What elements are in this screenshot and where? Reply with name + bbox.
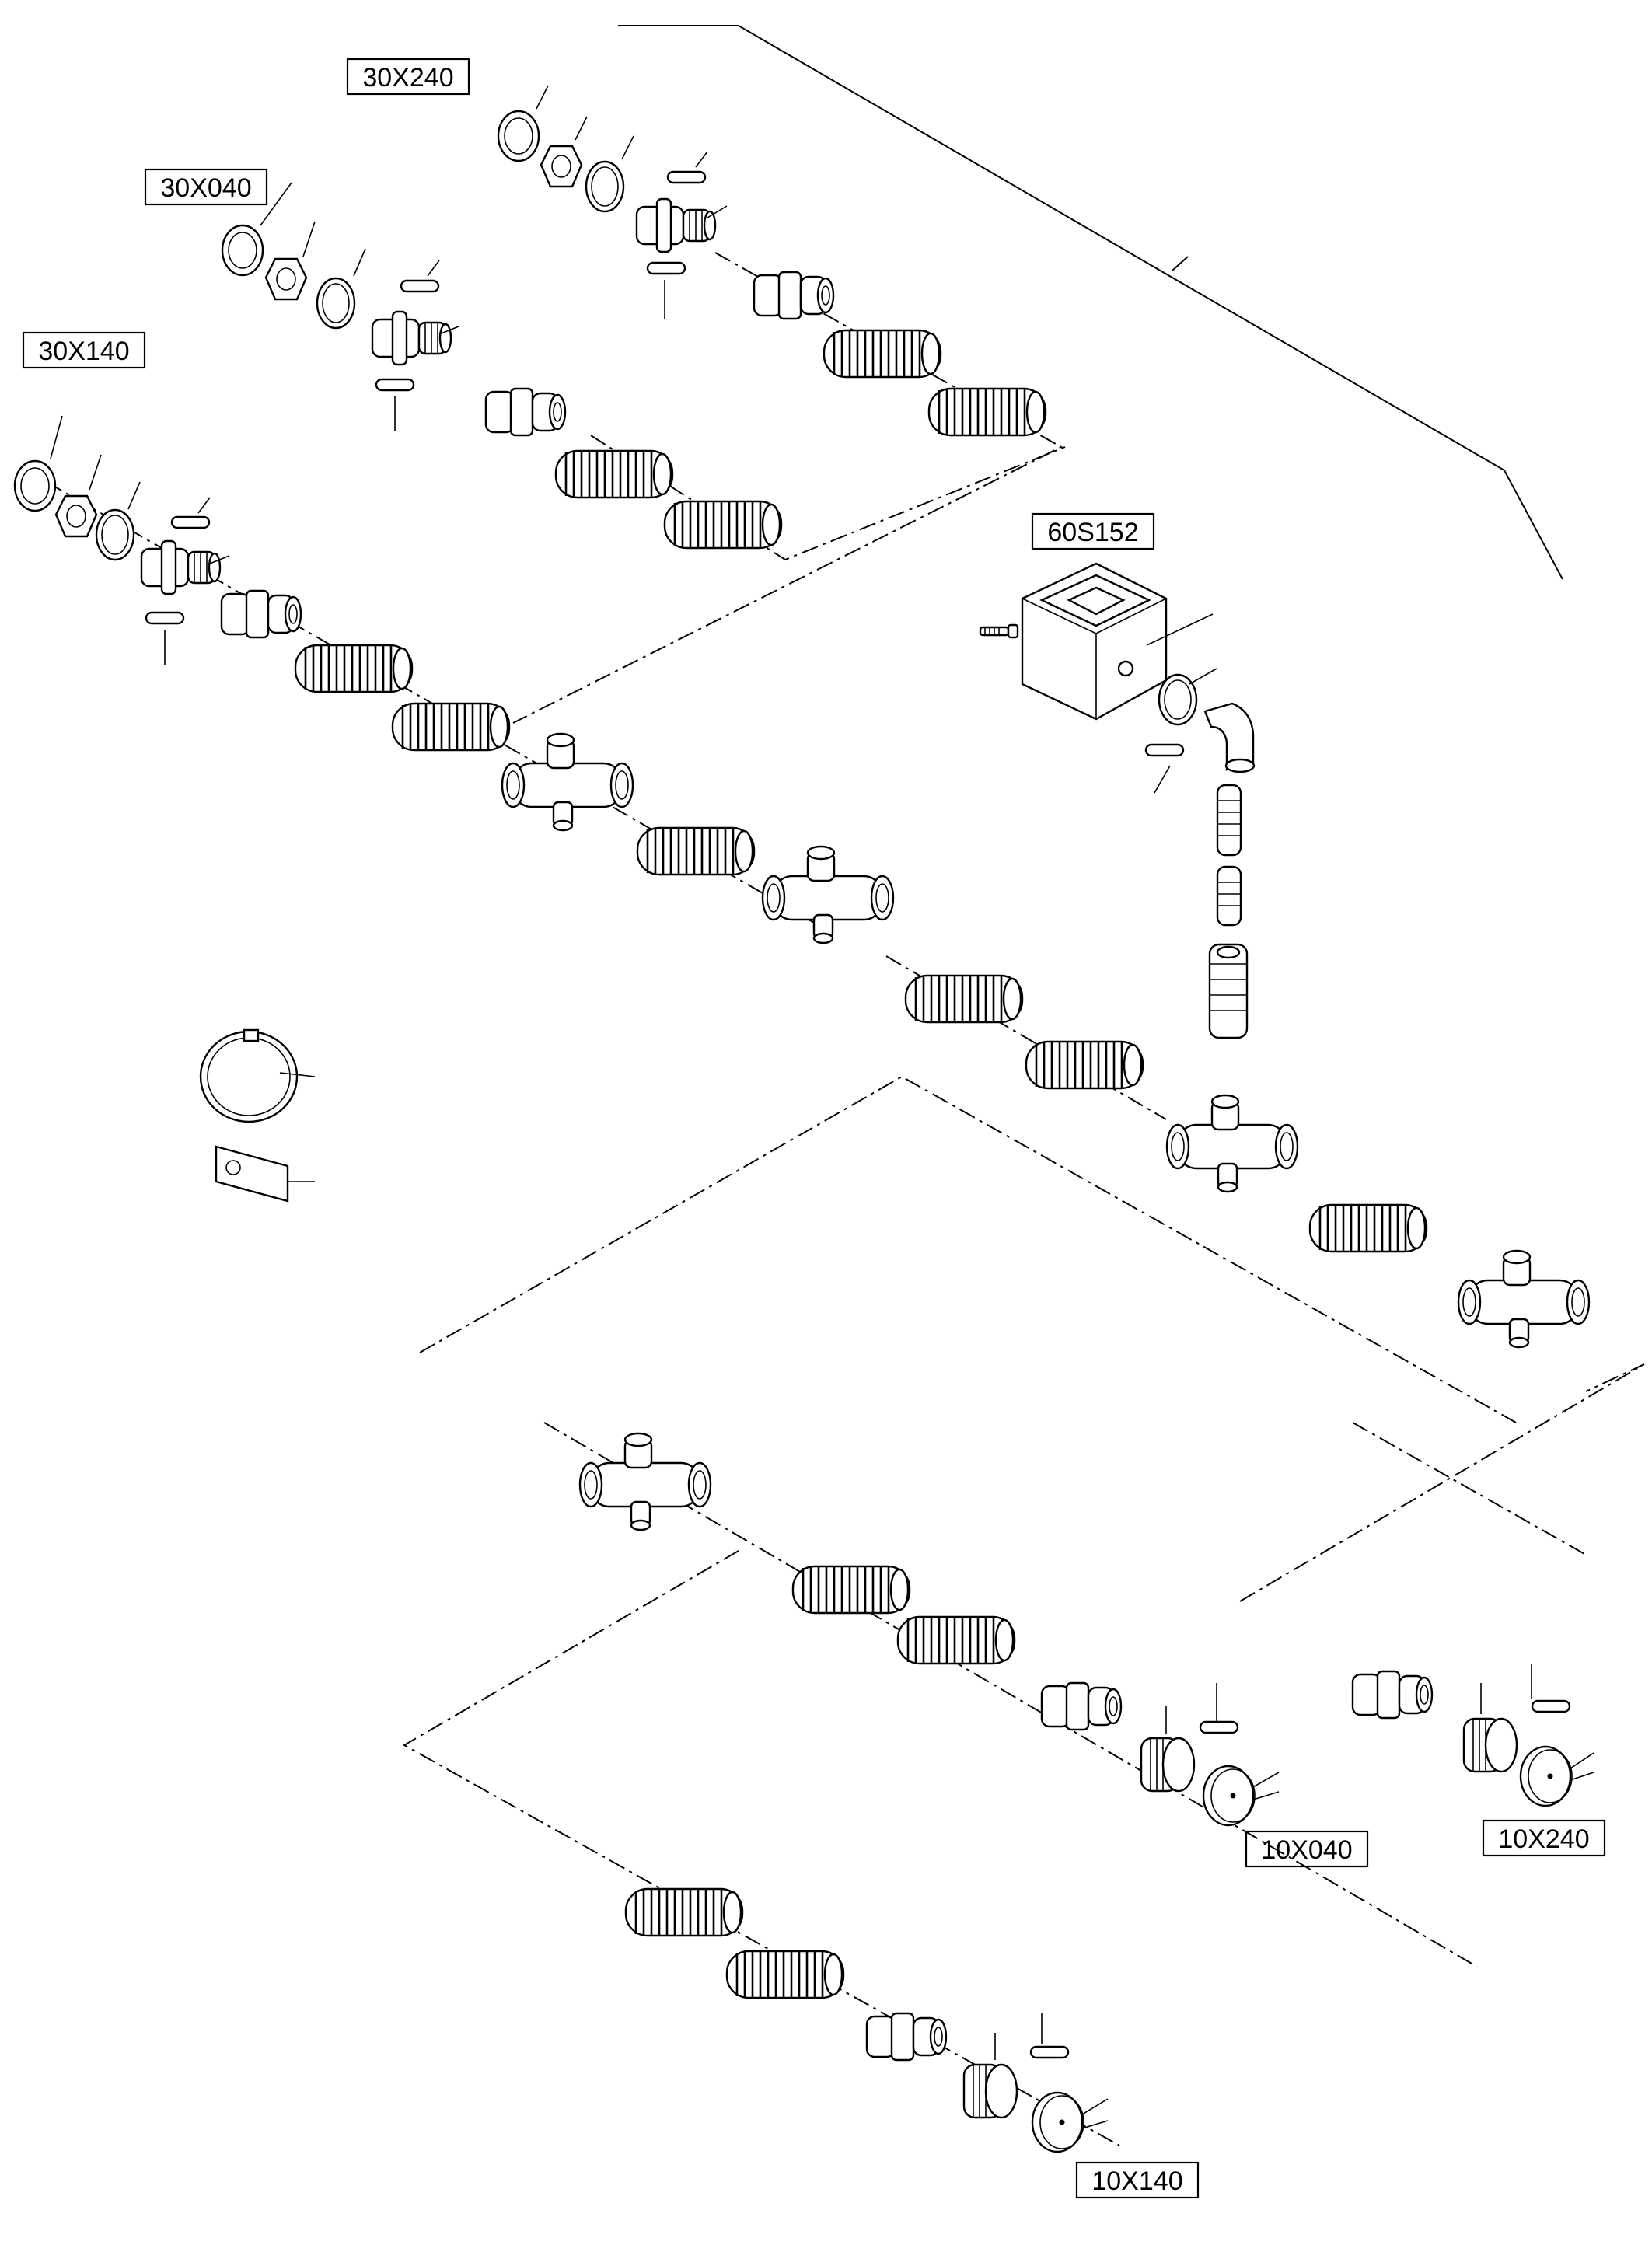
- frame-line: [618, 25, 1563, 580]
- washer: [95, 508, 135, 561]
- assembly-30X140: [13, 415, 511, 752]
- pin: [666, 170, 707, 184]
- label-10X240: 10X240: [1482, 1819, 1606, 1857]
- svg-text:60S152: 60S152: [1047, 518, 1138, 547]
- svg-text:10X240: 10X240: [1498, 1824, 1589, 1854]
- bellows-hose: [1025, 1040, 1144, 1090]
- coupler: [865, 2012, 948, 2062]
- bellows-hose: [294, 644, 414, 693]
- coupler: [484, 387, 567, 437]
- assembly-10X040: [578, 1432, 1280, 1827]
- bellows-hose: [896, 1615, 1016, 1665]
- bellows-hose: [927, 387, 1047, 437]
- end-cap: [1140, 1737, 1196, 1793]
- coupler: [1351, 1670, 1434, 1720]
- svg-text:30X240: 30X240: [362, 63, 453, 93]
- pin: [375, 378, 415, 392]
- hex-nut: [264, 257, 308, 301]
- tee-connector: [578, 1432, 712, 1531]
- bellows-hose: [636, 826, 756, 876]
- label-10X040: 10X040: [1245, 1830, 1369, 1868]
- pin: [145, 611, 185, 625]
- tee-connector: [1457, 1249, 1591, 1349]
- tee-connector: [501, 732, 634, 832]
- bellows-hose: [391, 702, 511, 752]
- pin: [646, 261, 686, 275]
- svg-text:10X140: 10X140: [1091, 2166, 1182, 2196]
- bellows-hose: [1308, 1203, 1428, 1253]
- hex-nut: [54, 494, 98, 538]
- bellows-hose: [823, 329, 942, 379]
- hex-nut: [540, 145, 583, 188]
- valve-60S152: [979, 562, 1256, 1039]
- bellows-hose: [554, 449, 674, 499]
- pin: [1029, 2045, 1070, 2059]
- label-30X140: 30X140: [22, 331, 146, 369]
- svg-text:30X140: 30X140: [38, 337, 129, 366]
- label-60S152: 60S152: [1031, 512, 1155, 550]
- pin: [400, 279, 440, 293]
- pin: [1144, 743, 1185, 757]
- main-line: [501, 732, 1591, 1349]
- pin: [170, 515, 211, 529]
- pin: [1531, 1699, 1571, 1713]
- screw: [979, 623, 1019, 639]
- bellows-hose: [791, 1565, 911, 1615]
- seal-ring: [13, 459, 57, 512]
- cable-tie: [199, 1028, 316, 1123]
- bellows-hose: [725, 1950, 845, 1999]
- pin: [1199, 1720, 1239, 1734]
- tee-connector: [1165, 1094, 1299, 1193]
- plug-disc: [1202, 1765, 1256, 1827]
- frame-tick: [1172, 256, 1189, 271]
- assembly-10X140: [624, 1887, 1109, 2153]
- bellows-hose: [904, 974, 1024, 1024]
- label-10X140: 10X140: [1075, 2161, 1200, 2199]
- bellows-hose: [624, 1887, 744, 1937]
- svg-text:30X040: 30X040: [160, 173, 251, 203]
- end-cap: [962, 2063, 1018, 2119]
- o-ring: [1158, 673, 1198, 726]
- coupler: [1040, 1681, 1123, 1731]
- bellows-hose: [663, 500, 783, 550]
- label-30X240: 30X240: [346, 58, 470, 96]
- threaded-fitting: [140, 539, 222, 595]
- seal-ring: [497, 110, 540, 162]
- label-tag: [215, 1145, 315, 1203]
- plug-disc: [1031, 2091, 1085, 2153]
- washer: [316, 277, 356, 330]
- plug-disc: [1519, 1745, 1573, 1807]
- threaded-fitting: [635, 197, 717, 253]
- threaded-fitting: [371, 310, 452, 366]
- coupler: [753, 271, 835, 320]
- label-30X040: 30X040: [144, 168, 268, 206]
- svg-text:10X040: 10X040: [1261, 1835, 1352, 1865]
- end-cap: [1462, 1717, 1518, 1773]
- assembly-10X240: [1351, 1664, 1594, 1807]
- assembly-30X040: [221, 182, 783, 550]
- assembly-30X240: [497, 85, 1047, 437]
- tee-connector: [761, 845, 895, 944]
- seal-ring: [221, 224, 264, 277]
- washer: [585, 160, 625, 213]
- coupler: [220, 589, 302, 639]
